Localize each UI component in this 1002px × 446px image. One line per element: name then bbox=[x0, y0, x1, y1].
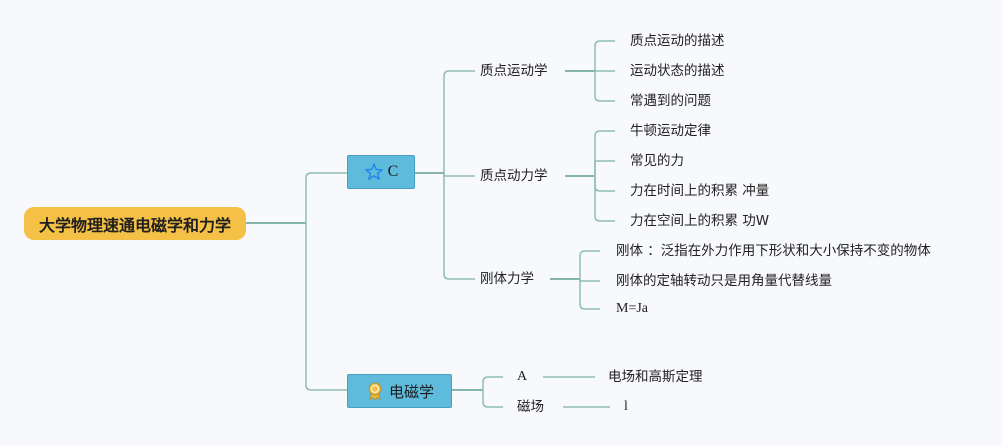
root-topic[interactable]: 大学物理速通电磁学和力学 bbox=[24, 207, 246, 240]
award-badge-icon bbox=[368, 382, 382, 401]
topic-point-kinematics[interactable]: 质点运动学 bbox=[480, 63, 548, 79]
subtopic-rigid-body-definition[interactable]: 刚体 ：泛指在外力作用下形状和大小保持不变的物体 bbox=[616, 243, 931, 259]
subtopic-common-problems[interactable]: 常遇到的问题 bbox=[630, 93, 711, 109]
subtopic-l[interactable]: l bbox=[624, 399, 628, 414]
subtopic-motion-state[interactable]: 运动状态的描述 bbox=[630, 63, 725, 79]
subtopic-work[interactable]: 力在空间上的积累 功W bbox=[630, 213, 770, 229]
subtopic-motion-description[interactable]: 质点运动的描述 bbox=[630, 33, 725, 49]
subtopic-impulse[interactable]: 力在时间上的积累 冲量 bbox=[630, 183, 770, 199]
topic-a[interactable]: A bbox=[517, 369, 528, 384]
topic-rigid-body-mechanics[interactable]: 刚体力学 bbox=[480, 271, 534, 287]
branch-c-label: C bbox=[387, 163, 399, 180]
subtopic-newton-laws[interactable]: 牛顿运动定律 bbox=[630, 123, 711, 139]
root-topic-label: 大学物理速通电磁学和力学 bbox=[38, 215, 231, 235]
subtopic-electric-field-gauss[interactable]: 电场和高斯定理 bbox=[608, 369, 703, 385]
star-outline-icon bbox=[364, 163, 383, 180]
subtopic-common-forces[interactable]: 常见的力 bbox=[630, 153, 684, 169]
branch-electromagnetism[interactable]: 电磁学 bbox=[347, 374, 452, 408]
subtopic-torque-formula[interactable]: M=Ja bbox=[616, 301, 649, 316]
branch-electromagnetism-label: 电磁学 bbox=[388, 382, 434, 401]
subtopic-fixed-axis-rotation[interactable]: 刚体的定轴转动只是用角量代替线量 bbox=[616, 273, 832, 289]
topic-point-dynamics[interactable]: 质点动力学 bbox=[480, 168, 548, 184]
topic-magnetic-field[interactable]: 磁场 bbox=[517, 399, 544, 415]
branch-c[interactable]: C bbox=[347, 155, 415, 189]
